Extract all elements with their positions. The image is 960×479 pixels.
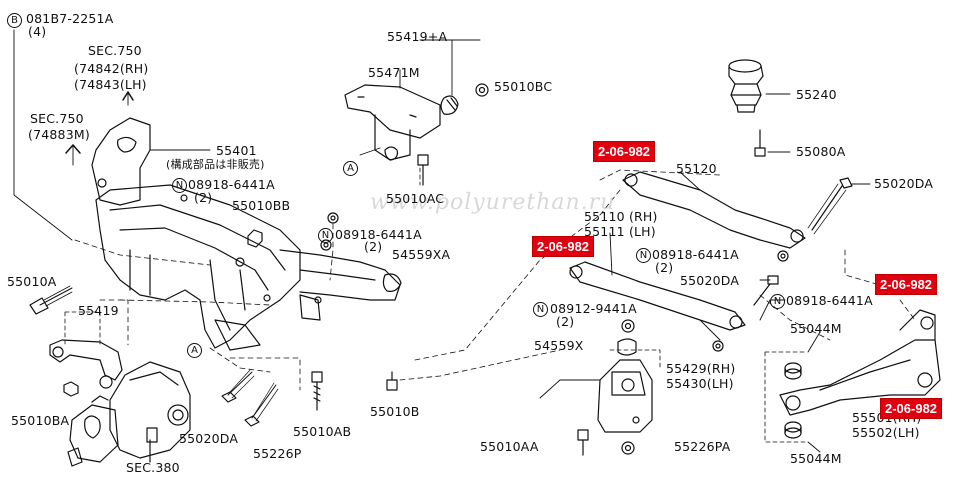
arm-55120 [622,171,806,249]
nut-08918-d [712,340,724,352]
bracket-55429 [597,349,661,433]
label-55471m: 55471M [368,65,420,80]
label-081b7-qty: (4) [28,24,47,39]
label-55429-rh: 55429(RH) [666,361,736,376]
badge-2-06-982-lower[interactable]: 2-06-982 [880,398,943,419]
bushing-55044m-a [784,362,802,380]
nut-55010bc [475,83,489,97]
label-55020da-right: 55020DA [874,176,934,191]
circle-letter-n: N [636,248,651,263]
label-08912-qty: (2) [556,314,575,329]
circle-letter-n: N [318,228,333,243]
label-sec750-a: SEC.750 [88,43,142,58]
label-55044m-top: 55044M [790,321,842,336]
label-55110-rh: 55110 (RH) [584,209,658,224]
label-sec750-b: SEC.750 [30,111,84,126]
label-55226p: 55226P [253,446,302,461]
label-55010ac: 55010AC [386,191,445,206]
nut-55226pa [621,441,635,455]
label-55010bb: 55010BB [232,198,291,213]
label-74843: (74843(LH) [74,77,147,92]
bolt-55010aa [577,429,589,456]
bolt-55010a [29,285,73,315]
arm-55501 [779,309,941,416]
nut-08918-a [327,212,339,224]
bump-stop-55240 [728,59,791,113]
label-08918-6441a-c: 08918-6441A [652,247,739,262]
label-55240: 55240 [796,87,837,102]
label-08912-9441a: 08912-9441A [550,301,637,316]
circle-letter-n: N [533,302,548,317]
label-55020da-left: 55020DA [179,431,239,446]
circle-letter-a: A [187,343,202,358]
arm-55110 [569,232,746,331]
badge-2-06-982-middle[interactable]: 2-06-982 [532,236,595,257]
badge-2-06-982-right[interactable]: 2-06-982 [875,274,938,295]
bolt-55010ac [417,154,429,186]
label-08918-b-qty: (2) [364,239,383,254]
bolt-55010ab [311,371,323,411]
bushing-55419a [440,95,459,115]
circle-letter-a: A [343,161,358,176]
label-55044m-bottom: 55044M [790,451,842,466]
bolt-55226p [244,382,279,427]
bracket-55419 [49,311,123,397]
subframe-55401 [91,117,402,351]
watermark: www.polyurethan.ru [370,190,616,215]
label-08918-6441a-a: 08918-6441A [188,177,275,192]
label-55080a: 55080A [796,144,846,159]
label-55430-lh: 55430(LH) [666,376,734,391]
label-08918-c-qty: (2) [655,260,674,275]
bushing-55044m-b [784,421,802,439]
bolt-55020da-mid [753,275,779,306]
label-081b7-2251a: 081B7-2251A [26,11,114,26]
label-55010bc: 55010BC [494,79,553,94]
bolt-55010b [386,371,398,391]
label-55010a: 55010A [7,274,57,289]
label-54559xa: 54559XA [392,247,451,262]
differential-sec380 [67,361,191,467]
label-74883m: (74883M) [28,127,90,142]
label-55419a: 55419+A [387,29,448,44]
nut-08912 [621,319,635,333]
label-55010ab: 55010AB [293,424,352,439]
mount-55471m [344,69,441,161]
label-08918-a-qty: (2) [194,190,213,205]
label-55111-lh: 55111 (LH) [584,224,656,239]
label-sec380: SEC.380 [126,460,180,475]
label-55502-lh: 55502(LH) [852,425,920,440]
bushing-54559x [617,338,637,356]
label-55010ba: 55010BA [11,413,70,428]
label-55401-note: (構成部品は非販売) [166,158,265,171]
bolt-55010bb [247,229,263,248]
label-54559x: 54559X [534,338,584,353]
bolt-55080a [754,129,791,157]
label-55010aa: 55010AA [480,439,539,454]
label-08918-6441a-d: 08918-6441A [786,293,873,308]
circle-letter-n: N [172,178,187,193]
label-55010b: 55010B [370,404,420,419]
circle-letter-n: N [770,294,785,309]
label-55226pa: 55226PA [674,439,731,454]
nut-08918-c [777,250,789,262]
bolt-55020da-left [221,369,255,403]
label-55401: 55401 [216,143,257,158]
label-55120: 55120 [676,161,717,176]
circle-letter-b: B [7,13,22,28]
bolt-55020da-right [807,177,871,235]
label-74842: (74842(RH) [74,61,149,76]
badge-2-06-982-upper[interactable]: 2-06-982 [593,141,656,162]
label-55020da-mid: 55020DA [680,273,740,288]
label-08918-6441a-b: 08918-6441A [335,227,422,242]
label-55419: 55419 [78,303,119,318]
